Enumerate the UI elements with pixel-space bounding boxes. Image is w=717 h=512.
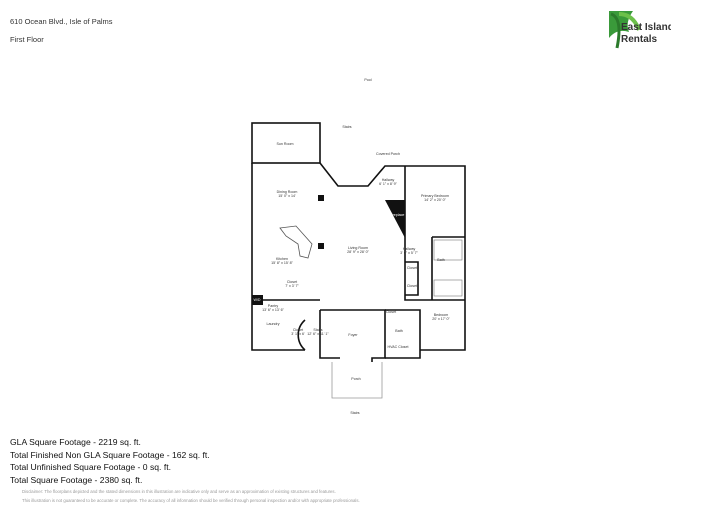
dim-pantry: 13' 6" x 13' 6" [262,308,284,312]
non-gla-footage: Total Finished Non GLA Square Footage - … [10,450,210,460]
label-closet-3: Closet [287,280,297,284]
total-footage: Total Square Footage - 2380 sq. ft. [10,475,143,485]
column [318,195,324,201]
dim-bedroom: 20' x 17' 0" [432,317,450,321]
dim-hallway-1: 6' 1" x 8' 9" [379,182,397,186]
label-pool: Pool [364,78,371,82]
dim-primary-bedroom: 14' 2" x 20' 0" [424,198,446,202]
svg-text:Rentals: Rentals [621,34,658,45]
floor-heading: First Floor [10,35,44,44]
label-covered-porch: Covered Porch [376,152,400,156]
label-hallway-1: Hallway [382,178,395,182]
porch-outline [331,362,383,399]
label-kitchen: Kitchen [276,257,288,261]
bath-fixture [433,239,463,261]
svg-text:East Islands: East Islands [621,22,671,33]
tub [433,279,463,297]
dim-closet-4: 3' 1" x 6' [291,332,305,336]
label-pantry: Pantry [268,304,279,308]
dim-living-room: 28' 9" x 28' 0" [347,250,369,254]
label-fireplace: Fireplace [390,213,405,217]
label-primary-bedroom: Primary Bedroom [421,194,449,198]
wd-box [252,295,263,305]
disclaimer-line-2: This illustration is not guaranteed to b… [22,498,360,503]
column [318,243,324,249]
label-hallway-2: Hallway [403,247,416,251]
dim-closet-3: 7' x 3' 7" [285,284,299,288]
label-bedroom: Bedroom [434,313,449,317]
label-closet-5: Closet [386,310,396,314]
label-dining-room: Dining Room [277,190,298,194]
label-closet-1: Closet [407,266,417,270]
label-stairs-bottom: Stairs [350,411,359,415]
dim-kitchen: 15' 8" x 15' 8" [271,261,293,265]
label-porch: Porch [351,377,360,381]
label-living-room: Living Room [348,246,368,250]
label-wd: W/D [254,298,261,302]
dim-dining-room: 15' 0" x 14' [278,194,296,198]
walls [251,122,466,362]
dim-stairs-inner: 12' 6" x 11' 1" [307,332,329,336]
label-stairs-top: Stairs [342,125,351,129]
company-logo: East Islands Rentals [603,8,680,52]
label-closet-2: Closet [407,284,417,288]
label-closet-4: Closet [293,328,303,332]
label-bath-1: Bath [437,258,444,262]
gla-footage: GLA Square Footage - 2219 sq. ft. [10,437,141,447]
label-foyer: Foyer [348,333,358,337]
label-sun-room: Sun Room [277,142,294,146]
unfinished-footage: Total Unfinished Square Footage - 0 sq. … [10,462,171,472]
label-hvac-closet: HVAC Closet [388,345,409,349]
label-laundry: Laundry [267,322,280,326]
address-heading: 610 Ocean Blvd., Isle of Palms [10,17,113,26]
fireplace-shape [385,200,405,238]
label-bath-2: Bath [395,329,402,333]
label-stairs-inner: Stairs [313,328,322,332]
dim-hallway-2: 3' 6" x 5' 7" [400,251,418,255]
disclaimer-line-1: Disclaimer: The floorplans depicted and … [22,489,336,494]
kitchen-island [279,225,313,259]
